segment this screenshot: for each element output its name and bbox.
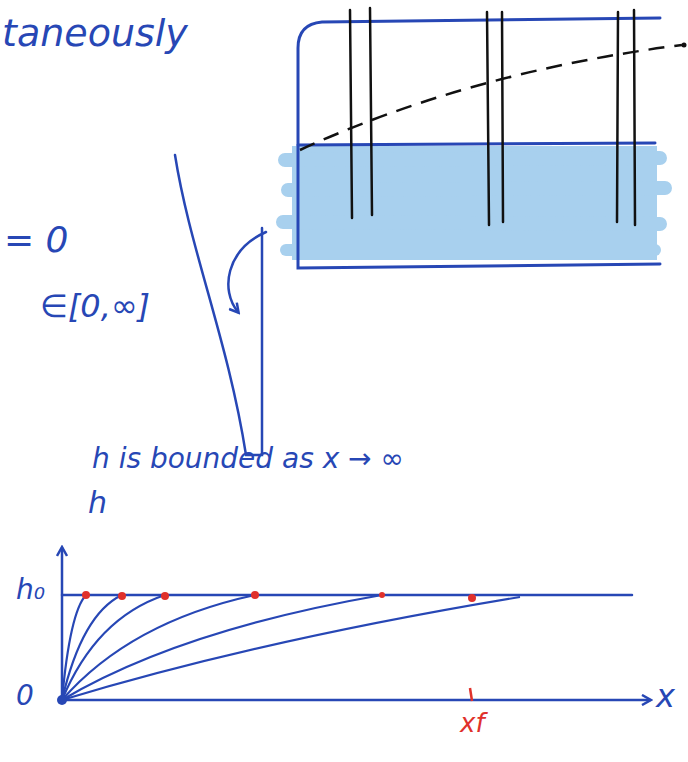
profile-curves	[62, 595, 520, 700]
origin-dot	[57, 695, 67, 705]
axis-tick-label: h₀	[16, 576, 45, 604]
heading-fragment: taneously	[2, 14, 188, 52]
xf-tick	[470, 688, 472, 701]
domain-fragment: ∈[0,∞]	[40, 290, 150, 322]
equation-fragment: = 0	[4, 222, 69, 258]
wells	[350, 8, 635, 225]
front-dots	[82, 591, 476, 602]
water-fill	[283, 146, 665, 260]
note: h is bounded as x → ∞	[92, 445, 404, 473]
dot	[682, 43, 687, 48]
axis-label: x	[656, 680, 675, 712]
front-label: xf	[460, 710, 485, 736]
axis-label: h	[88, 488, 107, 518]
axis-tick-label: 0	[16, 682, 34, 710]
callout	[175, 155, 266, 455]
water-table	[300, 45, 682, 150]
graph-axes	[62, 548, 650, 700]
